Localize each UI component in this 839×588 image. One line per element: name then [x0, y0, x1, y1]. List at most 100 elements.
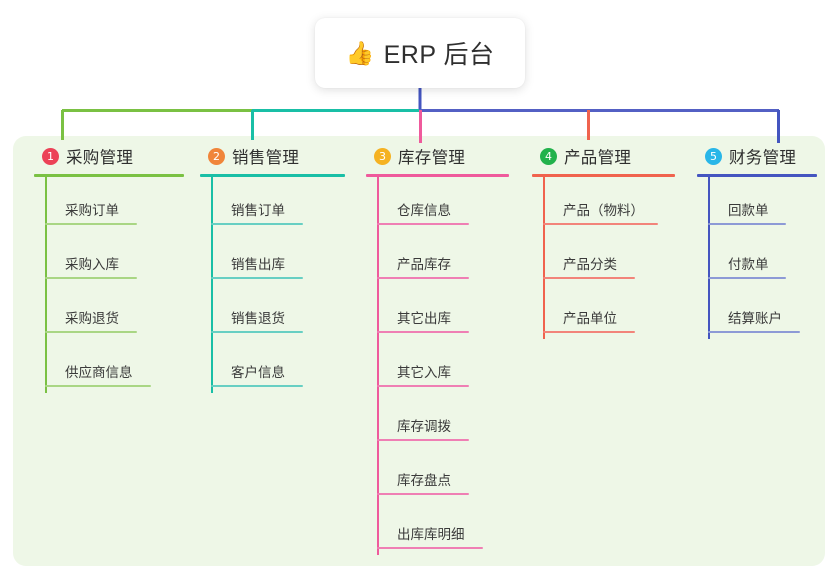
column-spine-2: [211, 177, 213, 393]
leaf-node-rule: [45, 385, 151, 387]
column-header-rule-3: [366, 174, 509, 177]
leaf-node-rule: [211, 223, 303, 225]
column-header-rule-5: [697, 174, 817, 177]
leaf-node-label: 产品（物料）: [563, 203, 644, 218]
column-title-4: 产品管理: [564, 149, 632, 167]
leaf-node-rule: [211, 331, 303, 333]
column-items-5: 回款单付款单结算账户: [697, 177, 817, 339]
leaf-node-label: 销售出库: [231, 257, 285, 272]
column-badge-2: 2: [208, 147, 225, 165]
column-spine-4: [543, 177, 545, 339]
leaf-node-label: 回款单: [728, 203, 769, 218]
leaf-node-rule: [377, 493, 469, 495]
leaf-node[interactable]: 供应商信息: [45, 339, 184, 393]
leaf-node[interactable]: 产品（物料）: [543, 177, 675, 231]
leaf-node[interactable]: 销售退货: [211, 285, 345, 339]
leaf-node-label: 客户信息: [231, 365, 285, 380]
column-badge-4: 4: [540, 147, 557, 165]
column-header-3[interactable]: 3 库存管理: [366, 144, 509, 168]
column-items-2: 销售订单销售出库销售退货客户信息: [200, 177, 345, 393]
column-spine-1: [45, 177, 47, 393]
leaf-node-rule: [377, 331, 469, 333]
leaf-node-label: 其它出库: [397, 311, 451, 326]
leaf-node-label: 结算账户: [728, 311, 782, 326]
leaf-node[interactable]: 库存调拨: [377, 393, 509, 447]
leaf-node-rule: [708, 277, 786, 279]
leaf-node-rule: [45, 223, 137, 225]
column-items-4: 产品（物料） 产品分类产品单位: [532, 177, 675, 339]
column-badge-3: 3: [374, 147, 391, 165]
leaf-node[interactable]: 销售订单: [211, 177, 345, 231]
root-node-card[interactable]: 👍 ERP 后台: [315, 18, 525, 88]
leaf-node-label: 采购入库: [65, 257, 119, 272]
column-header-rule-2: [200, 174, 345, 177]
leaf-node-label: 销售订单: [231, 203, 285, 218]
column-header-rule-1: [34, 174, 184, 177]
column-badge-5: 5: [705, 147, 722, 165]
leaf-node-label: 库存调拨: [397, 419, 451, 434]
leaf-node-rule: [45, 331, 137, 333]
leaf-node-label: 库存盘点: [397, 473, 451, 488]
leaf-node-rule: [543, 277, 635, 279]
leaf-node[interactable]: 回款单: [708, 177, 817, 231]
column-header-5[interactable]: 5 财务管理: [697, 144, 817, 168]
column-2: 2 销售管理销售订单销售出库销售退货客户信息: [200, 144, 345, 393]
leaf-node-label: 付款单: [728, 257, 769, 272]
leaf-node-rule: [377, 277, 469, 279]
column-spine-3: [377, 177, 379, 555]
leaf-node[interactable]: 库存盘点: [377, 447, 509, 501]
leaf-node-label: 销售退货: [231, 311, 285, 326]
root-title-text: ERP 后台: [383, 41, 495, 69]
leaf-node-rule: [543, 223, 658, 225]
leaf-node[interactable]: 付款单: [708, 231, 817, 285]
leaf-node-label: 出库库明细: [397, 527, 465, 542]
leaf-node-rule: [377, 439, 469, 441]
leaf-node[interactable]: 产品库存: [377, 231, 509, 285]
column-items-1: 采购订单采购入库采购退货供应商信息: [34, 177, 184, 393]
column-title-1: 采购管理: [66, 149, 134, 167]
leaf-node-label: 产品单位: [563, 311, 617, 326]
root-title: 👍 ERP 后台: [345, 35, 494, 71]
column-3: 3 库存管理仓库信息产品库存其它出库其它入库库存调拨库存盘点出库库明细: [366, 144, 509, 555]
column-spine-5: [708, 177, 710, 339]
leaf-node-label: 产品分类: [563, 257, 617, 272]
leaf-node[interactable]: 结算账户: [708, 285, 817, 339]
leaf-node[interactable]: 其它出库: [377, 285, 509, 339]
column-title-5: 财务管理: [729, 149, 797, 167]
column-items-3: 仓库信息产品库存其它出库其它入库库存调拨库存盘点出库库明细: [366, 177, 509, 555]
column-title-3: 库存管理: [398, 149, 466, 167]
column-title-2: 销售管理: [232, 149, 300, 167]
leaf-node[interactable]: 采购退货: [45, 285, 184, 339]
leaf-node-rule: [377, 223, 469, 225]
column-4: 4 产品管理产品（物料） 产品分类产品单位: [532, 144, 675, 339]
leaf-node-rule: [45, 277, 137, 279]
leaf-node-label: 供应商信息: [65, 365, 133, 380]
leaf-node[interactable]: 采购订单: [45, 177, 184, 231]
leaf-node-rule: [211, 277, 303, 279]
leaf-node[interactable]: 其它入库: [377, 339, 509, 393]
leaf-node[interactable]: 客户信息: [211, 339, 345, 393]
leaf-node-label: 其它入库: [397, 365, 451, 380]
leaf-node-rule: [708, 331, 800, 333]
leaf-node[interactable]: 采购入库: [45, 231, 184, 285]
column-header-rule-4: [532, 174, 675, 177]
column-header-4[interactable]: 4 产品管理: [532, 144, 675, 168]
leaf-node-rule: [377, 385, 469, 387]
leaf-node-label: 产品库存: [397, 257, 451, 272]
leaf-node-rule: [543, 331, 635, 333]
leaf-node[interactable]: 产品单位: [543, 285, 675, 339]
leaf-node[interactable]: 产品分类: [543, 231, 675, 285]
leaf-node[interactable]: 出库库明细: [377, 501, 509, 555]
leaf-node[interactable]: 仓库信息: [377, 177, 509, 231]
leaf-node[interactable]: 销售出库: [211, 231, 345, 285]
leaf-node-rule: [377, 547, 483, 549]
column-header-2[interactable]: 2 销售管理: [200, 144, 345, 168]
thumbs-up-icon: 👍: [345, 39, 375, 66]
leaf-node-label: 采购退货: [65, 311, 119, 326]
leaf-node-rule: [211, 385, 303, 387]
leaf-node-label: 采购订单: [65, 203, 119, 218]
leaf-node-label: 仓库信息: [397, 203, 451, 218]
